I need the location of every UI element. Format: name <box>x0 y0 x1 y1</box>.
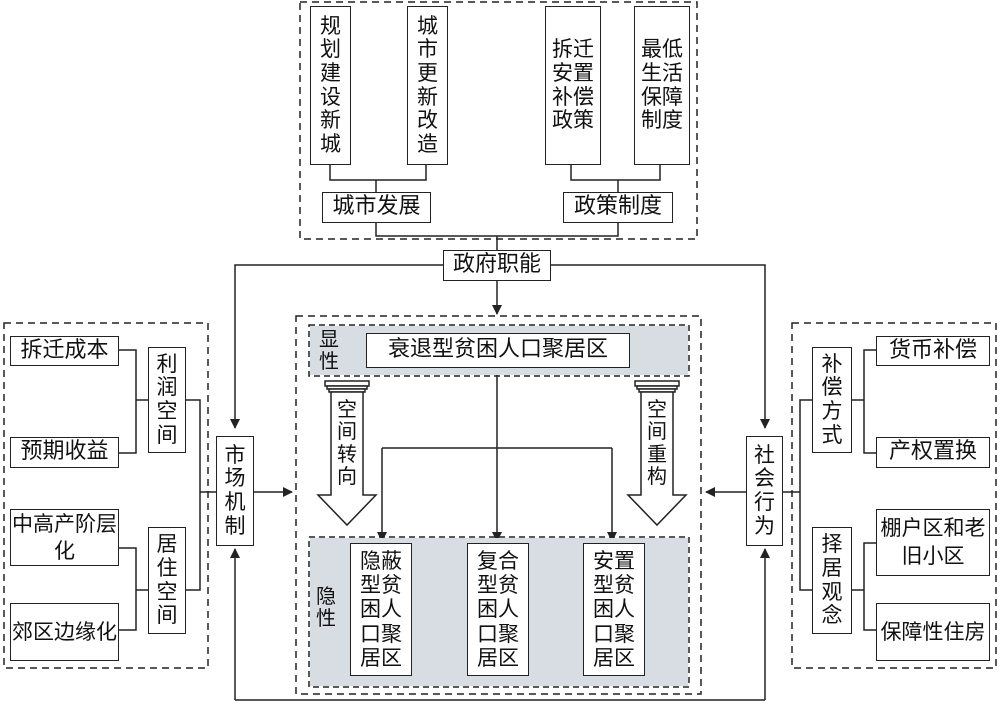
urban-renewal-box: 城市更新改造 <box>407 6 448 165</box>
explicit-label: 显性 <box>319 327 339 374</box>
implicit-label: 隐性 <box>316 584 336 631</box>
residential-space-box: 居住空间 <box>148 527 186 634</box>
resettlement-area-box: 安置型贫困人口聚居区 <box>583 543 645 676</box>
compensation-method-box: 补偿方式 <box>812 347 852 453</box>
spatial-shift-arrow <box>316 380 378 527</box>
explicit-band-frame <box>308 324 690 377</box>
right-group-frame <box>791 322 997 669</box>
new-town-box: 规划建设新城 <box>310 6 351 165</box>
residence-choice-box: 择居观念 <box>812 527 852 634</box>
market-mechanism-box: 市场机制 <box>216 436 254 546</box>
hidden-area-box: 隐蔽型贫困人口聚居区 <box>350 543 412 676</box>
left-merge-bracket <box>186 399 216 591</box>
social-behavior-box: 社会行为 <box>746 436 783 546</box>
spatial-restructure-label: 空间重构 <box>647 397 667 489</box>
center-group-frame <box>295 315 702 695</box>
shantytown-box: 棚户区和老旧小区 <box>876 509 990 576</box>
monetary-compensation-box: 货币补偿 <box>876 336 990 366</box>
gov-to-market-arrow <box>230 264 443 429</box>
min-living-box: 最低生活保障制度 <box>634 6 690 165</box>
affordable-housing-box: 保障性住房 <box>876 603 990 661</box>
relocation-policy-box: 拆迁安置补偿政策 <box>545 6 601 165</box>
left-group-frame <box>3 322 209 669</box>
gov-function-box: 政府职能 <box>443 250 551 281</box>
declining-area-box: 衰退型贫困人口聚居区 <box>366 333 630 368</box>
middle-high-class-box: 中高产阶层化 <box>10 509 119 566</box>
top-left-bracket <box>329 165 427 192</box>
expected-income-box: 预期收益 <box>10 437 119 468</box>
policy-system-box: 政策制度 <box>563 192 673 223</box>
property-replacement-box: 产权置换 <box>876 437 990 468</box>
spatial-restructure-arrow <box>626 380 688 527</box>
top-merge-bracket <box>375 222 619 250</box>
top-right-bracket <box>570 165 661 192</box>
right-top-bracket <box>852 349 876 454</box>
suburb-marginalization-box: 郊区边缘化 <box>10 603 119 661</box>
demolition-cost-box: 拆迁成本 <box>10 336 119 366</box>
top-group-frame <box>299 1 698 240</box>
right-merge-bracket <box>783 399 812 591</box>
gov-to-society-arrow <box>551 264 770 429</box>
composite-area-box: 复合型贫困人口聚居区 <box>467 543 529 676</box>
city-development-box: 城市发展 <box>322 192 431 223</box>
spatial-shift-label: 空间转向 <box>337 397 357 489</box>
right-bottom-bracket <box>852 542 876 631</box>
left-bottom-bracket <box>119 547 148 631</box>
split-to-hidden-arrow <box>382 447 612 541</box>
left-top-bracket <box>119 349 148 454</box>
profit-space-box: 利润空间 <box>148 347 186 453</box>
